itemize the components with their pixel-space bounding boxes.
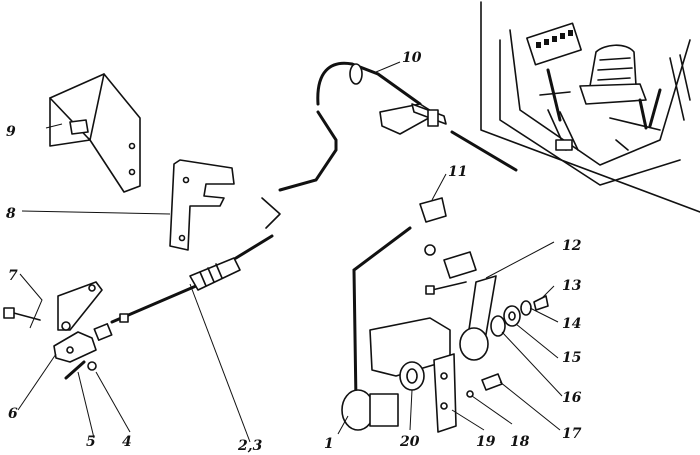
leader-lines — [17, 61, 563, 443]
callout-15: 15 — [562, 350, 581, 366]
knob-11 — [419, 197, 447, 223]
bolt-17 — [481, 373, 503, 391]
cable-grommet — [349, 63, 363, 85]
callout-13: 13 — [562, 278, 582, 294]
callout-5: 5 — [86, 434, 96, 450]
callout-20: 20 — [399, 434, 420, 450]
pin-5 — [64, 360, 86, 380]
bolt-7 — [3, 307, 15, 319]
cable-assembly-10 — [261, 61, 447, 229]
callout-19: 19 — [476, 434, 496, 450]
inset-frame — [480, 1, 700, 213]
bolt-13 — [533, 295, 549, 311]
clevis-housing — [427, 109, 439, 127]
callout-1: 1 — [324, 436, 334, 452]
callouts: 1 2,3 4 5 6 7 8 9 10 11 12 13 14 15 16 1… — [6, 50, 582, 454]
callout-14: 14 — [562, 316, 581, 332]
plate-8 — [169, 159, 235, 251]
lever-rod — [352, 226, 412, 404]
cable-upper — [316, 61, 422, 106]
cab-inset — [480, 1, 700, 213]
washer-4 — [87, 361, 97, 371]
lever-7 — [3, 281, 103, 331]
callout-10: 10 — [402, 50, 422, 66]
dashboard-panel — [526, 22, 582, 66]
callout-18: 18 — [510, 434, 530, 450]
callout-9: 9 — [6, 124, 16, 140]
rod-assembly-2-3 — [110, 234, 274, 324]
callout-6: 6 — [8, 406, 18, 422]
callout-4: 4 — [122, 434, 132, 450]
rod-upper-right — [450, 130, 518, 172]
washer-14 — [520, 300, 532, 316]
bushing-16 — [490, 315, 506, 337]
callout-11: 11 — [448, 164, 467, 180]
callout-7: 7 — [8, 268, 18, 284]
washer-18 — [466, 390, 474, 398]
callout-12: 12 — [562, 238, 582, 254]
bracket-19 — [369, 317, 457, 433]
callout-17: 17 — [562, 426, 582, 442]
callout-2-3: 2,3 — [237, 438, 263, 454]
lever-1 — [341, 226, 412, 431]
callout-8: 8 — [6, 206, 16, 222]
bracket-9 — [49, 73, 141, 193]
linkage-12 — [424, 244, 497, 361]
callout-16: 16 — [562, 390, 582, 406]
clevis-6 — [53, 313, 129, 363]
